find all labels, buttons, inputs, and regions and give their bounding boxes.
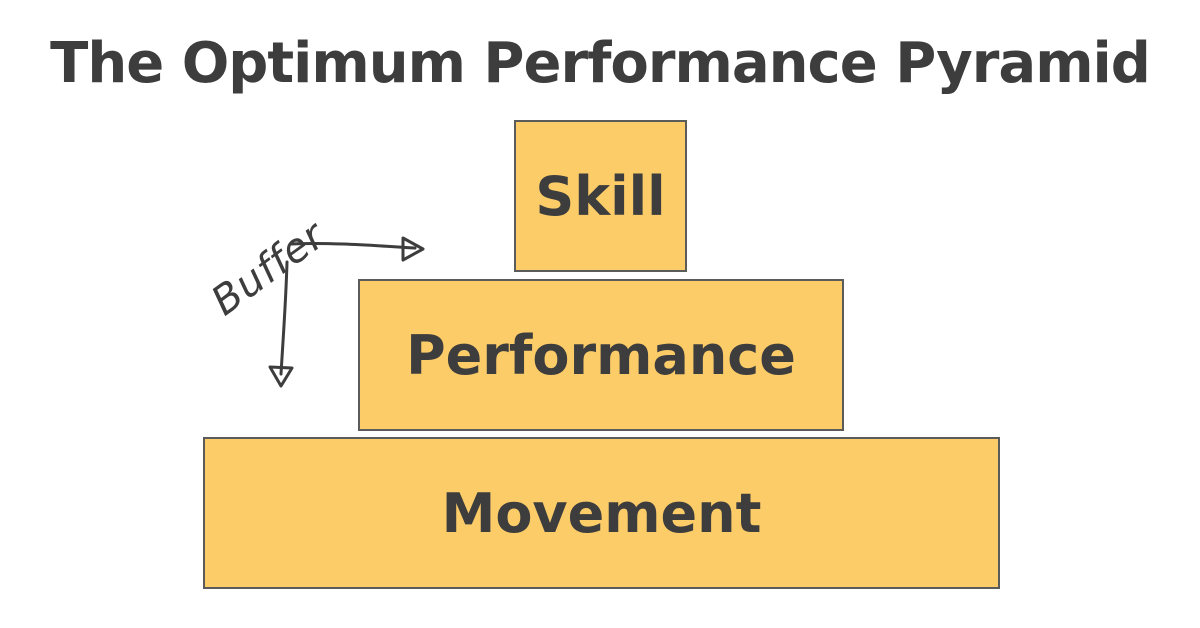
pyramid-block-skill: Skill xyxy=(514,120,687,272)
pyramid-block-performance-label: Performance xyxy=(406,323,796,387)
pyramid-block-movement: Movement xyxy=(203,437,1000,589)
pyramid-block-skill-label: Skill xyxy=(535,164,666,228)
down-arrow-head xyxy=(268,365,294,388)
down-arrow xyxy=(268,260,294,388)
page-title: The Optimum Performance Pyramid xyxy=(50,31,1151,96)
right-arrow-shaft xyxy=(290,241,417,250)
buffer-label: Buffer xyxy=(203,212,334,325)
pyramid-block-movement-label: Movement xyxy=(441,481,762,545)
right-arrow xyxy=(290,236,425,262)
right-arrow-head xyxy=(401,236,425,262)
pyramid-block-performance: Performance xyxy=(358,279,844,431)
down-arrow-shaft xyxy=(279,260,289,376)
